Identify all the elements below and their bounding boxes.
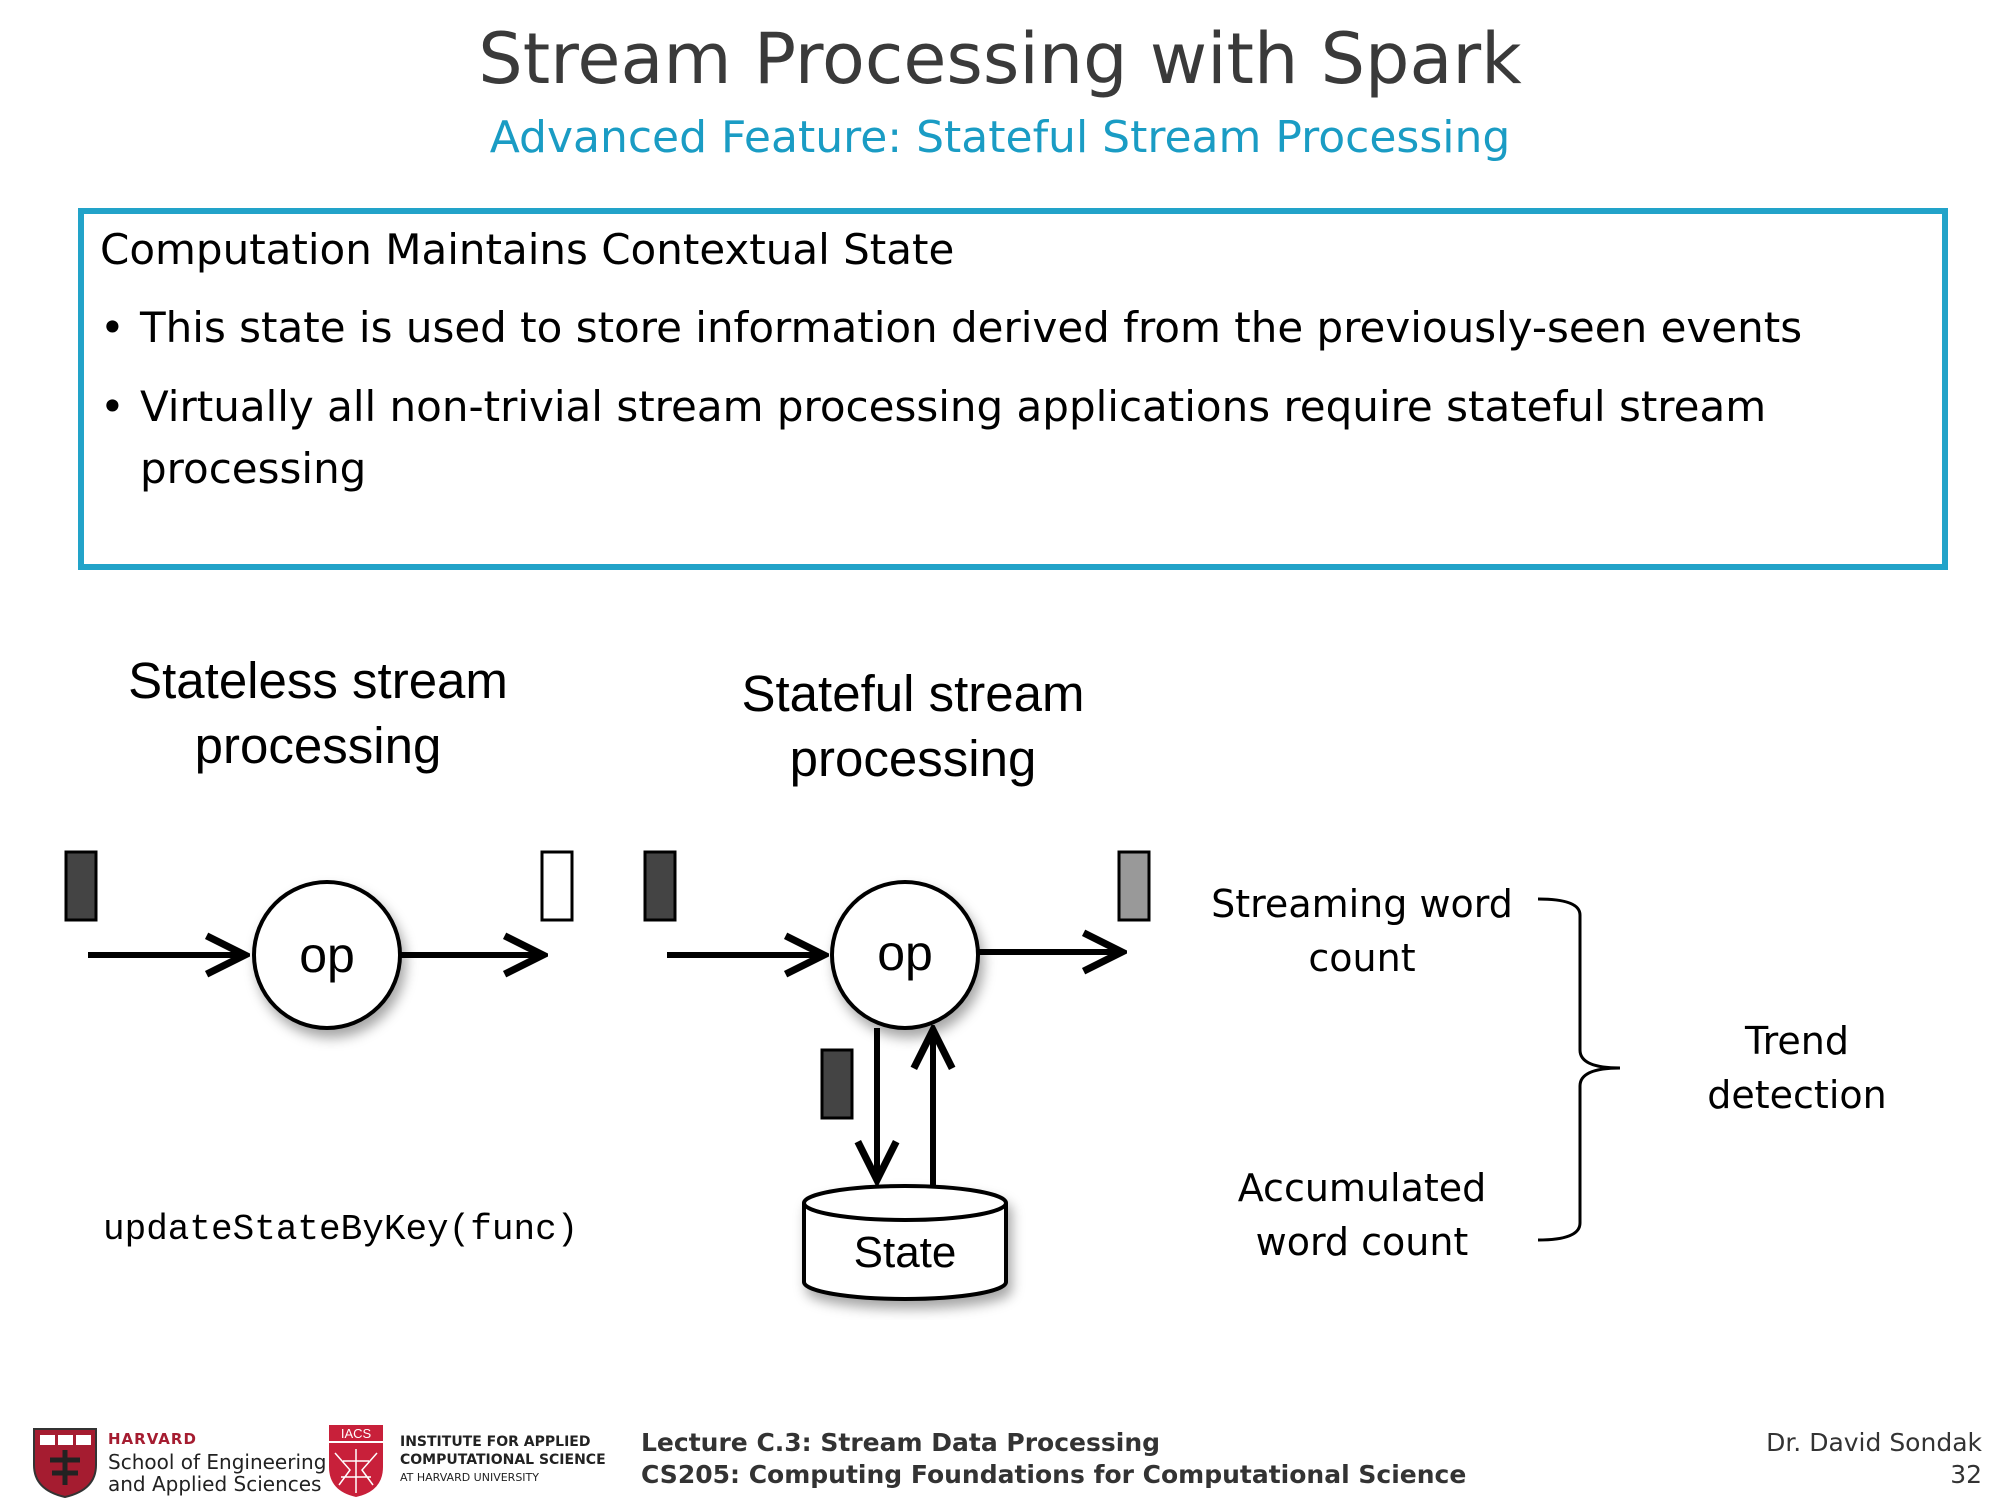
- stateless-title: processing: [195, 717, 442, 774]
- concept-box: [78, 208, 1948, 570]
- harvard-shield-logo: [33, 1428, 97, 1499]
- footer-lecture: Lecture C.3: Stream Data Processing: [641, 1428, 1161, 1457]
- op-label: op: [877, 925, 933, 981]
- bullet-text: This state is used to store information …: [140, 303, 1803, 352]
- stream-diagram: Stateless stream processing op updateSta…: [64, 652, 1887, 1301]
- input-event-block: [64, 850, 98, 922]
- slide-title: Stream Processing with Spark: [478, 18, 1522, 100]
- bullet-item: • Virtually all non-trivial stream proce…: [100, 376, 1860, 500]
- grouping-brace: [1537, 897, 1621, 1242]
- example-trend: Trend: [1744, 1019, 1849, 1063]
- slide-subtitle: Advanced Feature: Stateful Stream Proces…: [489, 112, 1511, 163]
- stateful-title: processing: [790, 730, 1037, 787]
- iacs-name: COMPUTATIONAL SCIENCE: [400, 1452, 606, 1468]
- example-accumulated: word count: [1256, 1220, 1469, 1264]
- example-accumulated: Accumulated: [1238, 1166, 1487, 1210]
- iacs-shield-logo: IACS: [329, 1425, 383, 1497]
- state-event-block: [820, 1048, 854, 1120]
- example-trend: detection: [1707, 1073, 1886, 1117]
- stateless-operator: [252, 880, 402, 1030]
- stateful-operator: [830, 880, 980, 1030]
- bullet-dot-icon: •: [100, 303, 125, 352]
- iacs-abbrev: IACS: [341, 1426, 372, 1441]
- bullet-dot-icon: •: [100, 382, 125, 431]
- state-label: State: [854, 1228, 957, 1277]
- iacs-name: INSTITUTE FOR APPLIED: [400, 1434, 591, 1450]
- output-event-block: [540, 850, 574, 922]
- concept-heading: Computation Maintains Contextual State: [100, 225, 955, 274]
- example-streaming: Streaming word: [1211, 882, 1513, 926]
- harvard-name: HARVARD: [108, 1430, 197, 1448]
- stateful-title: Stateful stream: [742, 665, 1085, 722]
- code-snippet: updateStateByKey(func): [103, 1209, 578, 1250]
- harvard-school: School of Engineering: [108, 1450, 327, 1474]
- bullet-item: • This state is used to store informatio…: [100, 297, 1860, 359]
- op-label: op: [299, 927, 355, 983]
- input-event-block: [643, 850, 677, 922]
- page-number: 32: [1950, 1460, 1982, 1489]
- footer-course: CS205: Computing Foundations for Computa…: [641, 1460, 1467, 1489]
- iacs-affiliation: AT HARVARD UNIVERSITY: [400, 1471, 539, 1484]
- stateless-title: Stateless stream: [128, 652, 508, 709]
- output-event-block: [1117, 850, 1151, 922]
- state-store: [802, 1184, 1008, 1301]
- example-streaming: count: [1308, 936, 1415, 980]
- harvard-school: and Applied Sciences: [108, 1472, 322, 1496]
- footer-author: Dr. David Sondak: [1766, 1428, 1982, 1457]
- bullet-text: Virtually all non-trivial stream process…: [140, 382, 1767, 493]
